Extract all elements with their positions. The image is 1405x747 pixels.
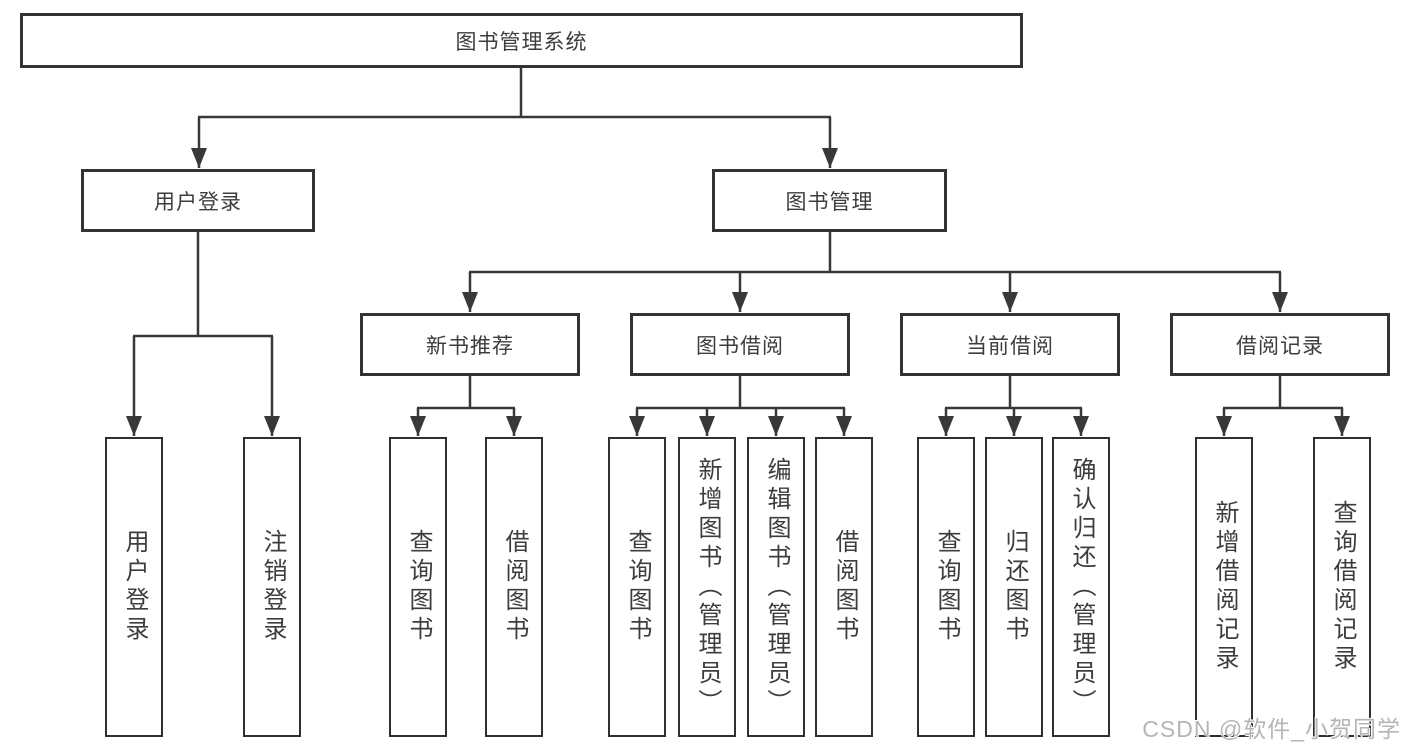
node-root-label: 图书管理系统 — [455, 30, 588, 54]
leaf-label: 查询图书 — [624, 529, 651, 645]
node-root: 图书管理系统 — [20, 13, 1023, 68]
node-borrowing-records: 借阅记录 — [1170, 313, 1390, 376]
leaf-label: 归还图书 — [1001, 529, 1028, 645]
node-book-borrowing: 图书借阅 — [630, 313, 850, 376]
leaf-label: 借阅图书 — [501, 529, 528, 645]
node-new-book-recommendation: 新书推荐 — [360, 313, 580, 376]
node-user-login: 用户登录 — [81, 169, 315, 232]
node-leaf-query-books-borrowing: 查询图书 — [608, 437, 666, 737]
node-leaf-user-login: 用户登录 — [105, 437, 163, 737]
leaf-label: 编辑图书（管理员） — [763, 456, 790, 718]
leaf-label: 新增图书（管理员） — [694, 456, 721, 718]
leaf-label: 新增借阅记录 — [1211, 500, 1238, 674]
node-leaf-edit-book-admin: 编辑图书（管理员） — [747, 437, 805, 737]
node-leaf-borrow-books: 借阅图书 — [815, 437, 873, 737]
leaf-label: 借阅图书 — [831, 529, 858, 645]
node-book-borrowing-label: 图书借阅 — [696, 334, 784, 358]
csdn-watermark: CSDN @软件_小贺同学 — [1142, 716, 1401, 742]
node-leaf-query-borrow-record: 查询借阅记录 — [1313, 437, 1371, 737]
node-leaf-confirm-return-admin: 确认归还（管理员） — [1052, 437, 1110, 737]
node-leaf-add-book-admin: 新增图书（管理员） — [678, 437, 736, 737]
node-book-management: 图书管理 — [712, 169, 947, 232]
node-current-borrowing-label: 当前借阅 — [966, 334, 1054, 358]
node-leaf-return-books: 归还图书 — [985, 437, 1043, 737]
node-borrowing-records-label: 借阅记录 — [1236, 334, 1324, 358]
node-leaf-query-books-recommend: 查询图书 — [389, 437, 447, 737]
node-new-book-recommendation-label: 新书推荐 — [426, 334, 514, 358]
node-leaf-logout: 注销登录 — [243, 437, 301, 737]
leaf-label: 注销登录 — [259, 529, 286, 645]
leaf-label: 查询借阅记录 — [1329, 500, 1356, 674]
node-leaf-add-borrow-record: 新增借阅记录 — [1195, 437, 1253, 737]
node-leaf-borrow-books-recommend: 借阅图书 — [485, 437, 543, 737]
node-book-management-label: 图书管理 — [785, 190, 874, 214]
leaf-label: 查询图书 — [933, 529, 960, 645]
node-user-login-label: 用户登录 — [154, 190, 242, 214]
leaf-label: 确认归还（管理员） — [1068, 456, 1095, 718]
node-current-borrowing: 当前借阅 — [900, 313, 1120, 376]
leaf-label: 查询图书 — [405, 529, 432, 645]
leaf-label: 用户登录 — [121, 529, 148, 645]
node-leaf-query-books-current: 查询图书 — [917, 437, 975, 737]
